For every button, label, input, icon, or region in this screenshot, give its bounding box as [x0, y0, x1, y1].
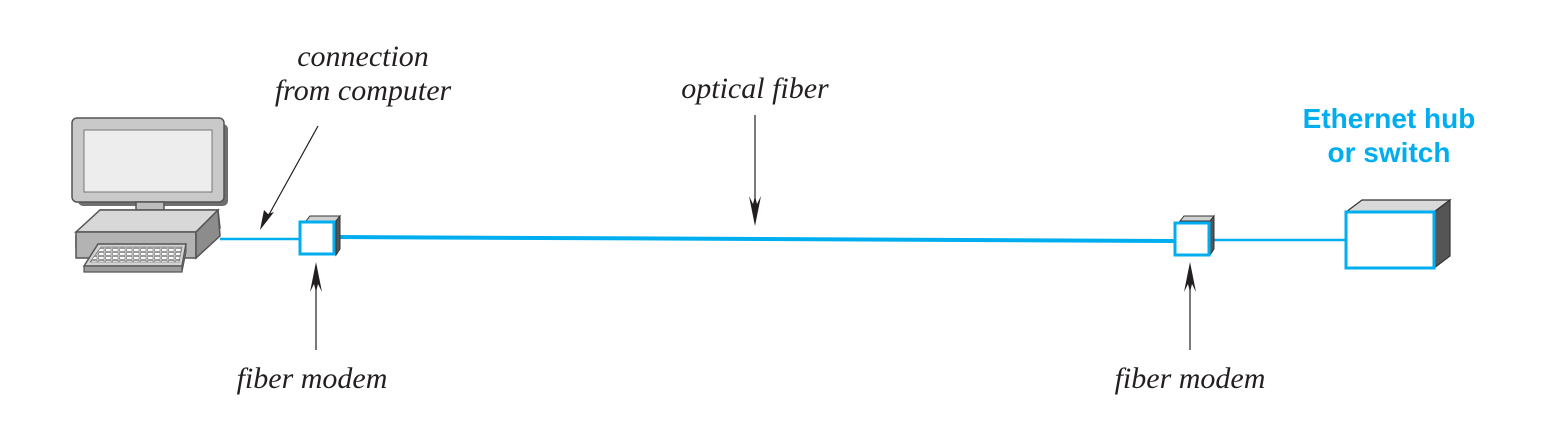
connection-arrow: [260, 125, 319, 230]
connection-label-line1: connection: [297, 40, 429, 73]
connection-label: connection from computer: [258, 40, 468, 108]
ethernet-hub-label-line1: Ethernet hub: [1302, 103, 1476, 134]
optical-fiber-label: optical fiber: [681, 72, 829, 105]
fiber-modem-label-left: fiber modem: [236, 362, 388, 395]
left-fiber-modem-icon: [298, 214, 342, 257]
ethernet-hub-icon: [1344, 198, 1452, 270]
fiber-modem-label-right: fiber modem: [1114, 362, 1266, 395]
connection-label-line2: from computer: [274, 74, 452, 107]
right-modem-arrow: [1184, 262, 1196, 350]
optical-fiber-arrow: [749, 115, 761, 226]
left-modem-arrow: [310, 262, 322, 350]
right-fiber-modem-icon: [1173, 214, 1216, 257]
optical-fiber-line: [335, 235, 1177, 243]
ethernet-hub-label: Ethernet hub or switch: [1278, 102, 1500, 170]
computer-icon: [71, 117, 228, 273]
ethernet-hub-label-line2: or switch: [1327, 137, 1451, 168]
